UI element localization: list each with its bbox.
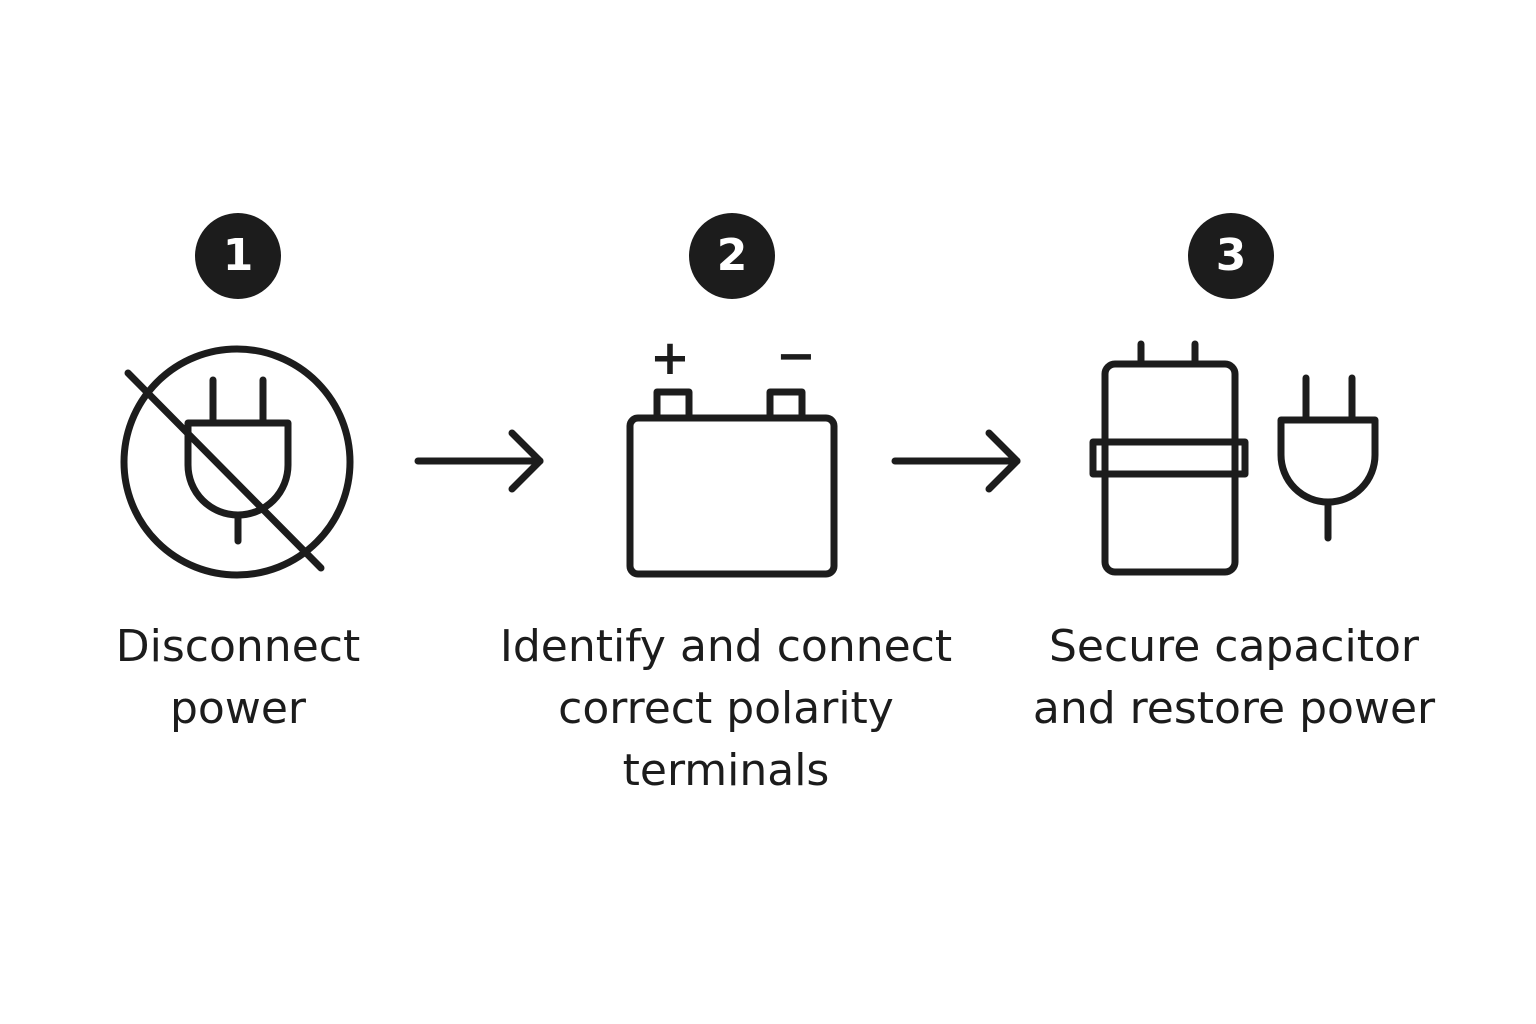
step-1-label-line-1: Disconnect — [115, 621, 361, 672]
plus-symbol: + — [649, 330, 691, 386]
step-1-badge: 1 — [195, 213, 281, 299]
capacitor-body — [1101, 360, 1239, 576]
prohibition-slash — [124, 369, 325, 572]
step-2-label-line-1: Identify and connect — [499, 621, 953, 672]
step-3-badge: 3 — [1188, 213, 1274, 299]
battery-terminal-negative — [766, 388, 806, 422]
arrow-right-icon — [891, 429, 1021, 493]
plug-body — [184, 419, 292, 519]
prohibition-circle — [120, 345, 354, 579]
battery-body — [626, 414, 838, 578]
arrow-right-icon — [414, 429, 544, 493]
capacitor-plug-icon — [1089, 340, 1379, 576]
capacitor-band — [1089, 438, 1249, 478]
step-3-label-line-2: and restore power — [1032, 683, 1436, 734]
step-1-label-line-2: power — [170, 683, 306, 734]
minus-symbol: − — [775, 328, 817, 384]
no-plug-icon — [120, 345, 354, 579]
step-2-label: Identify and connect correct polarity te… — [476, 616, 976, 802]
step-2-label-line-3: terminals — [622, 745, 830, 796]
battery-terminal-positive — [653, 388, 693, 422]
step-1-label: Disconnect power — [88, 616, 388, 740]
battery-polarity-icon — [626, 388, 838, 578]
step-3-label: Secure capacitor and restore power — [1016, 616, 1452, 740]
step-2-label-line-2: correct polarity — [558, 683, 894, 734]
plug-body — [1277, 416, 1379, 506]
step-3-label-line-1: Secure capacitor — [1049, 621, 1419, 672]
step-2-badge: 2 — [689, 213, 775, 299]
